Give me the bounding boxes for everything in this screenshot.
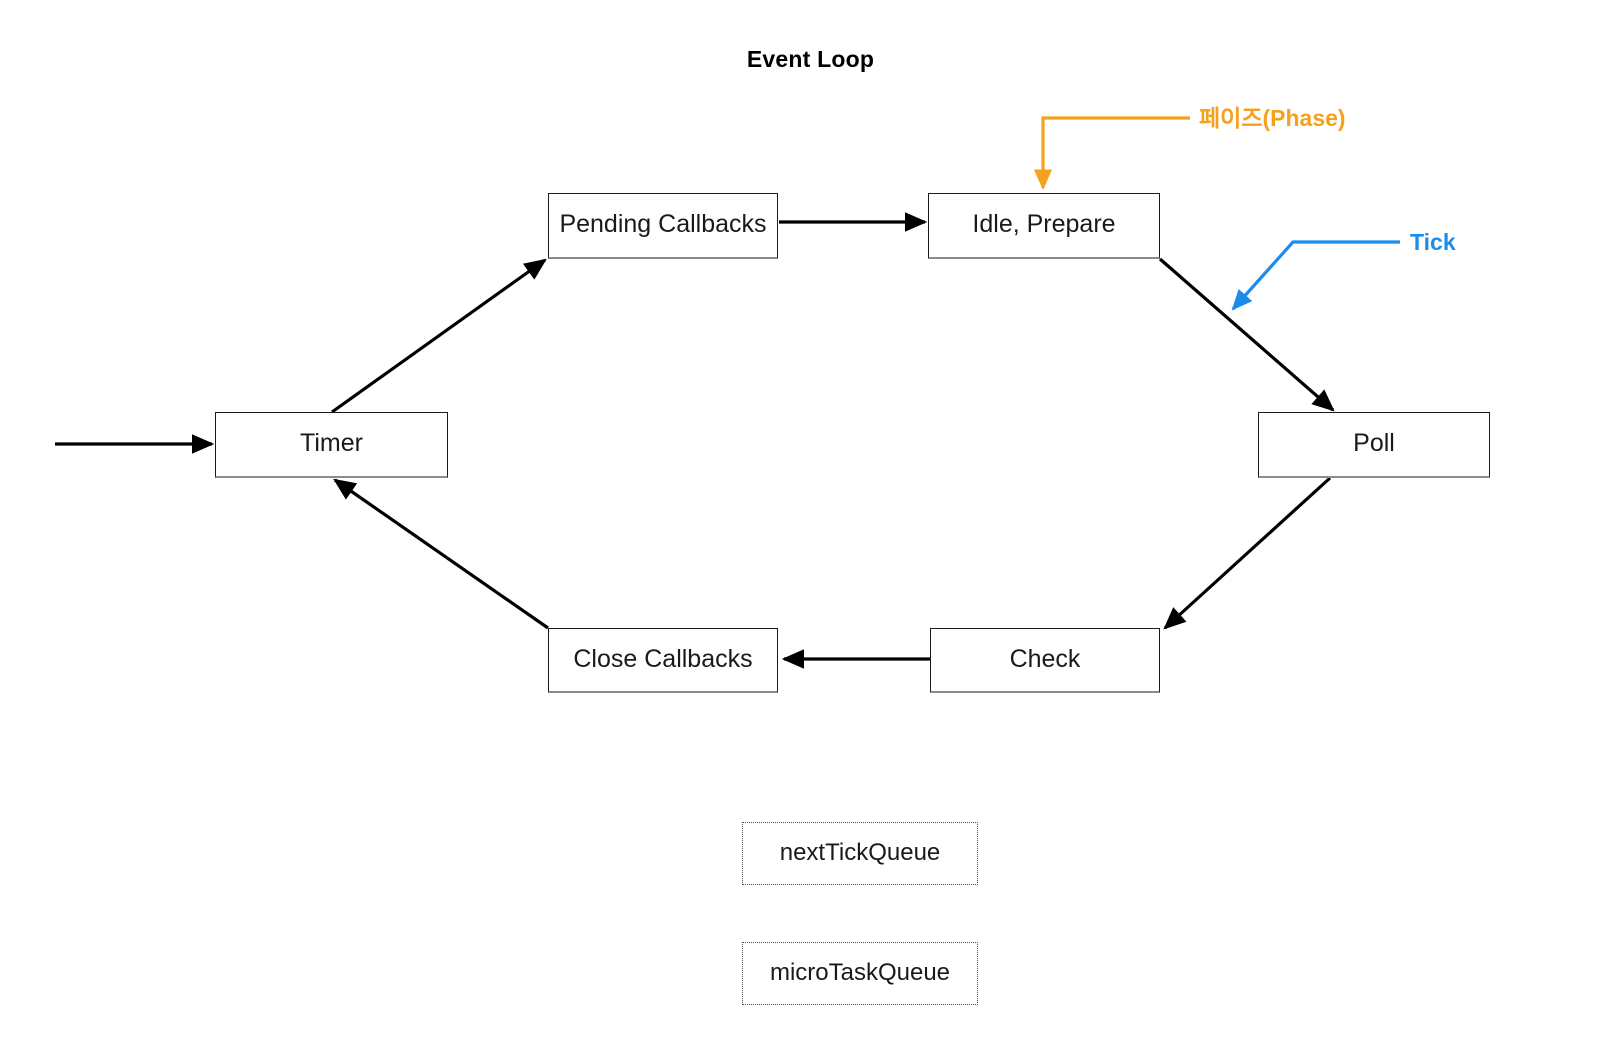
queue-node-next-tick-queue-label: nextTickQueue [779,838,941,866]
annotation-label-tick: Tick [1410,229,1456,255]
phase-node-timer-label: Timer [300,429,363,457]
queue-node-micro-task-queue-label: microTaskQueue [769,958,951,986]
phase-node-close-callbacks-label: Close Callbacks [573,644,753,673]
edge-idle-prepare-to-poll [1158,257,1335,412]
phase-node-idle-prepare-label: Idle, Prepare [972,210,1116,238]
phase-node-poll[interactable]: Poll [1258,412,1490,478]
phase-node-check[interactable]: Check [930,628,1160,693]
edge-poll-to-check [1163,476,1332,630]
tick-leader-line [1231,240,1400,311]
annotation-label-phase: 페이즈(Phase) [1199,105,1346,131]
queue-node-next-tick-queue[interactable]: nextTickQueue [742,822,978,885]
phase-node-pending-callbacks-label: Pending Callbacks [559,210,767,238]
edge-timer-to-pending-callbacks [331,258,547,414]
queue-node-micro-task-queue[interactable]: microTaskQueue [742,942,978,1005]
phase-node-idle-prepare[interactable]: Idle, Prepare [928,193,1160,259]
phase-leader-line [1033,116,1190,191]
page-title: Event Loop [746,46,875,72]
phase-node-close-callbacks[interactable]: Close Callbacks [548,628,778,693]
phase-node-timer[interactable]: Timer [215,412,448,478]
phase-node-poll-label: Poll [1353,429,1395,457]
phase-node-check-label: Check [1009,644,1081,673]
edge-close-callbacks-to-timer [333,478,549,630]
phase-node-pending-callbacks[interactable]: Pending Callbacks [548,193,778,259]
